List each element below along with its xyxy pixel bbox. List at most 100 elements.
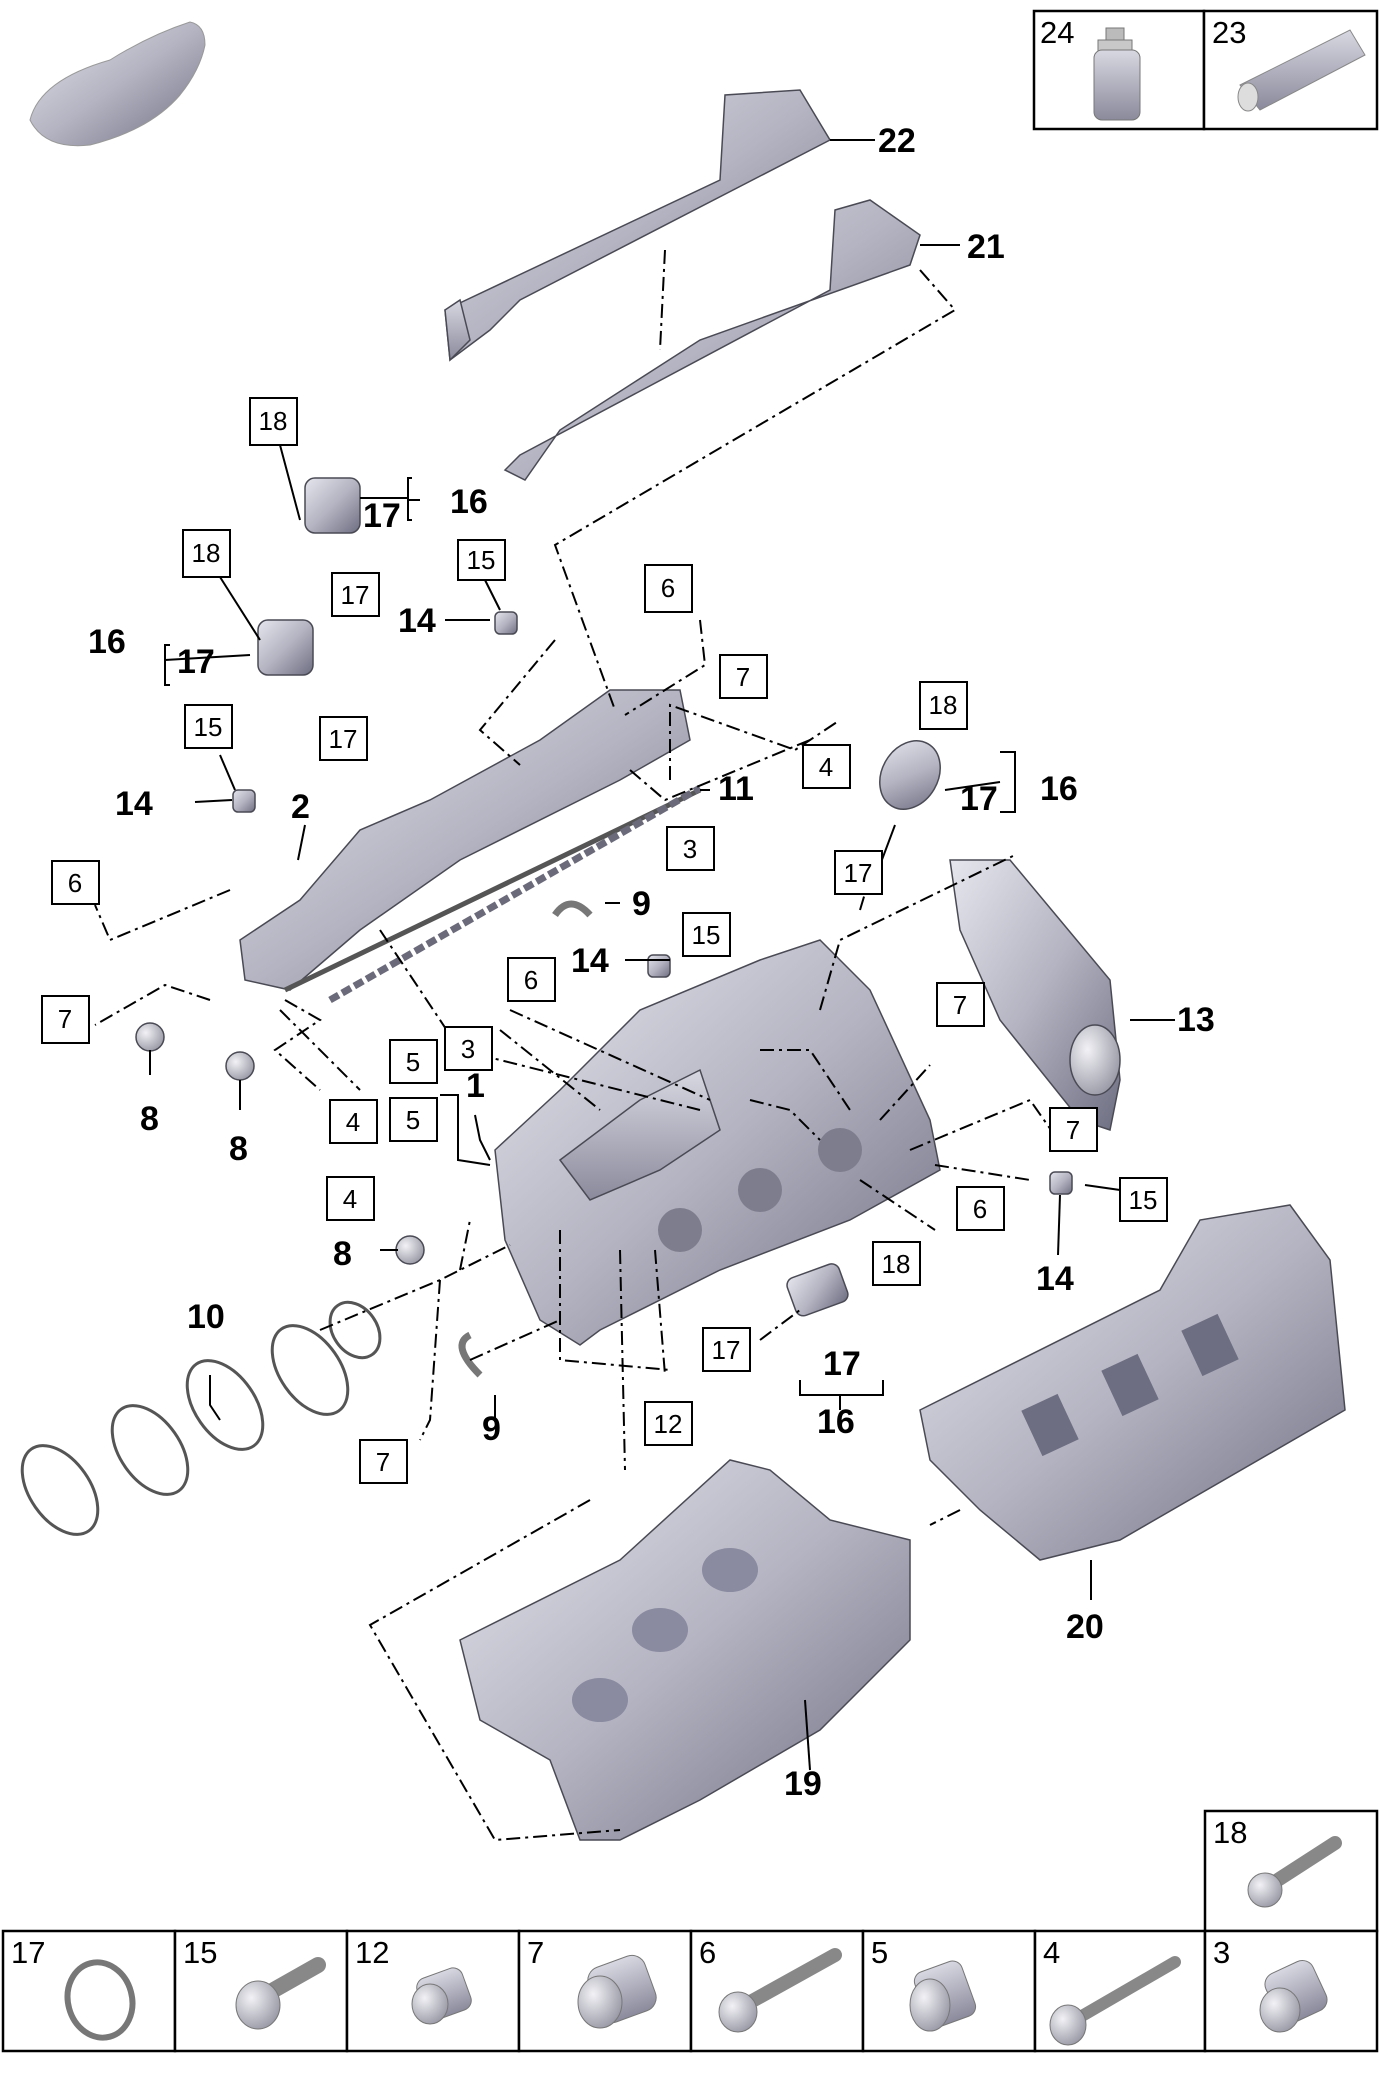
table-cell-24-label: 24: [1040, 15, 1074, 50]
callout-9: 9: [482, 1410, 501, 1448]
callout-box-17: 17: [341, 580, 370, 610]
callout-box-18: 18: [882, 1249, 911, 1279]
table-cell-18-label: 18: [1213, 1815, 1247, 1850]
bolt-18-icon: [1247, 1836, 1342, 1908]
callout-box-12: 12: [654, 1409, 683, 1439]
table-cell-15-label: 15: [183, 1935, 217, 1970]
part-19-carrier: [459, 1459, 911, 1841]
callout-13: 13: [1177, 1001, 1215, 1039]
callout-box-18: 18: [192, 538, 221, 568]
callout-box-3: 3: [461, 1034, 475, 1064]
callout-8: 8: [140, 1100, 159, 1138]
callout-14: 14: [398, 602, 436, 640]
sleeve-3-icon: [1259, 1959, 1328, 2033]
callout-8: 8: [333, 1235, 352, 1273]
part-actuator-top: [304, 477, 361, 534]
callout-10: 10: [187, 1298, 225, 1336]
part-1-cylinder-head: [494, 939, 941, 1346]
callout-20: 20: [1066, 1608, 1104, 1646]
part-10-gaskets: [20, 1300, 382, 1536]
callout-box-7: 7: [736, 662, 750, 692]
table-cell-5-label: 5: [871, 1935, 888, 1970]
car-thumbnail-icon: [29, 21, 206, 147]
callout-box-7: 7: [1066, 1115, 1080, 1145]
part-plugs-8: [135, 1022, 425, 1265]
callout-box-4: 4: [346, 1107, 360, 1137]
bushing-5-icon: [909, 1960, 977, 2032]
part-21-cover: [503, 199, 921, 481]
part-actuator-left: [257, 619, 314, 676]
callout-22: 22: [878, 122, 916, 160]
callout-box-17: 17: [329, 724, 358, 754]
table-cell-17-label: 17: [11, 1935, 45, 1970]
o-ring-17-icon: [64, 1959, 136, 2041]
parts-table-top: 24 23: [1032, 9, 1379, 131]
part-clips-9: [458, 900, 593, 1378]
plug-7-icon: [577, 1954, 657, 2029]
callout-box-15: 15: [467, 545, 496, 575]
bolt-15-icon: [235, 1957, 326, 2030]
parts-table-mid: 18: [1203, 1809, 1379, 1933]
callout-box-18: 18: [929, 690, 958, 720]
callout-box-15: 15: [692, 920, 721, 950]
part-11-camshaft: [328, 784, 702, 1004]
callout-11: 11: [718, 770, 754, 808]
callout-16: 16: [88, 623, 126, 661]
callout-box-15: 15: [1129, 1185, 1158, 1215]
callout-2: 2: [291, 788, 310, 826]
callout-box-7: 7: [953, 990, 967, 1020]
plug-12-icon: [411, 1967, 472, 2025]
callout-1: 1: [466, 1067, 485, 1105]
callout-17: 17: [960, 780, 998, 818]
part-2-camshaft-carrier: [239, 689, 702, 993]
callout-8: 8: [229, 1130, 248, 1168]
callout-box-4: 4: [819, 752, 833, 782]
part-20-carrier: [919, 1204, 1346, 1561]
callout-19: 19: [784, 1765, 822, 1803]
part-13-timing-cover: [949, 859, 1121, 1131]
table-cell-6-label: 6: [699, 1935, 716, 1970]
callout-16: 16: [817, 1403, 855, 1441]
parts-table-bottom: 17 15 12 7 6 5 4 3: [1, 1929, 1379, 2053]
callout-boxed-labels: 18 18 15 17 6 7 18 15 17 4 3 6 17 15 6 7: [41, 397, 1168, 1484]
callout-box-6: 6: [661, 573, 675, 603]
callout-box-6: 6: [524, 965, 538, 995]
callout-box-7: 7: [376, 1447, 390, 1477]
callout-17: 17: [823, 1345, 861, 1383]
dashed-leader-lines: [94, 249, 1066, 1842]
callout-bold-labels: 22 21 17 16 16 17 14 14 2 11 17 16 9 14 …: [88, 122, 1215, 1803]
callout-17: 17: [363, 497, 401, 535]
callout-21: 21: [967, 228, 1005, 266]
callout-box-18: 18: [259, 406, 288, 436]
table-cell-3-label: 3: [1213, 1935, 1230, 1970]
callout-box-6: 6: [973, 1194, 987, 1224]
callout-14: 14: [571, 942, 609, 980]
callout-box-5: 5: [406, 1105, 420, 1135]
table-cell-4-label: 4: [1043, 1935, 1060, 1970]
callout-14: 14: [1036, 1260, 1074, 1298]
callout-box-6: 6: [68, 868, 82, 898]
callout-box-3: 3: [683, 834, 697, 864]
callout-box-17: 17: [712, 1335, 741, 1365]
bolt-6-icon: [718, 1948, 842, 2033]
tube-icon: [1237, 29, 1366, 112]
callout-14: 14: [115, 785, 153, 823]
part-actuator-right: [879, 740, 941, 810]
callout-16: 16: [450, 483, 488, 521]
bolt-4-icon: [1049, 1956, 1181, 2046]
solid-leader-lines: [149, 139, 1175, 1771]
callout-box-15: 15: [194, 712, 223, 742]
callout-16: 16: [1040, 770, 1078, 808]
callout-9: 9: [632, 885, 651, 923]
callout-17: 17: [177, 643, 215, 681]
callout-box-7: 7: [58, 1004, 72, 1034]
part-actuator-bottom: [786, 1263, 849, 1317]
callout-box-17: 17: [844, 858, 873, 888]
table-cell-12-label: 12: [355, 1935, 389, 1970]
callout-box-4: 4: [343, 1184, 357, 1214]
bottle-icon: [1093, 27, 1141, 121]
callout-box-5: 5: [406, 1047, 420, 1077]
table-cell-23-label: 23: [1212, 15, 1246, 50]
table-cell-7-label: 7: [527, 1935, 544, 1970]
